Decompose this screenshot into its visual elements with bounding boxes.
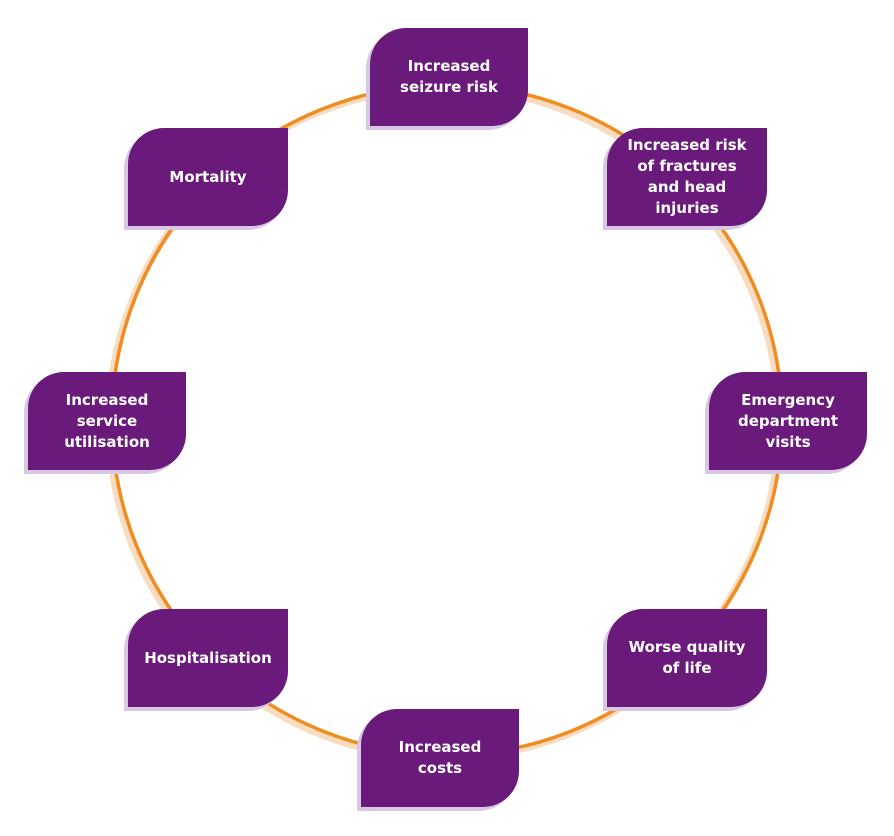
node-label: Worse quality of life: [628, 638, 746, 677]
node-label: Mortality: [169, 167, 247, 186]
node-increased-service-utilisation: Increased service utilisation: [28, 372, 186, 470]
node-increased-costs: Increased costs: [361, 709, 519, 807]
node-mortality: Mortality: [128, 128, 288, 226]
node-label: Increased risk of fractures and head inj…: [627, 136, 747, 217]
node-label: Increased seizure risk: [400, 57, 498, 96]
node-increased-seizure-risk: Increased seizure risk: [370, 28, 528, 126]
node-emergency-department-visits: Emergency department visits: [709, 372, 867, 470]
node-worse-quality-of-life: Worse quality of life: [607, 609, 767, 707]
node-label: Increased costs: [398, 738, 482, 777]
node-label: Emergency department visits: [738, 390, 838, 451]
node-hospitalisation: Hospitalisation: [128, 609, 288, 707]
node-label: Increased service utilisation: [64, 390, 150, 451]
node-label: Hospitalisation: [144, 648, 272, 667]
node-fractures-head-injuries: Increased risk of fractures and head inj…: [607, 128, 767, 226]
